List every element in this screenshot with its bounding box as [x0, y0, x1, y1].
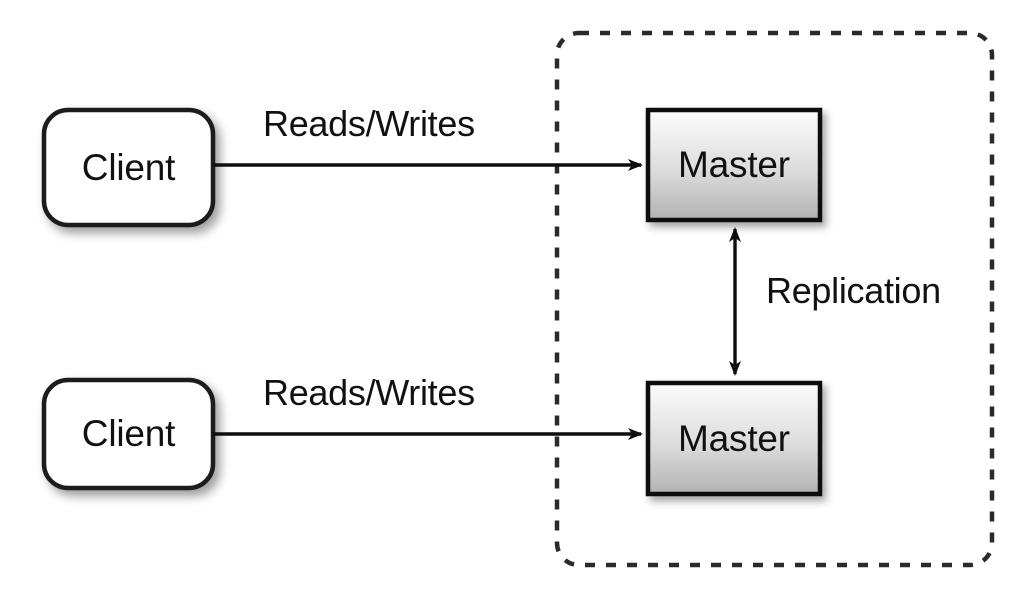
client-top-shape — [41, 107, 216, 228]
node-client-top[interactable] — [41, 107, 216, 228]
edge-label-reads-writes-top: Reads/Writes — [263, 103, 475, 144]
edge-label-replication: Replication — [766, 270, 941, 311]
node-client-bottom[interactable] — [41, 377, 216, 491]
master-bottom-shape — [645, 380, 823, 497]
node-master-bottom[interactable] — [645, 380, 823, 497]
master-top-shape — [645, 107, 823, 223]
client-bottom-shape — [41, 377, 216, 491]
replication-cluster-boundary — [554, 30, 995, 568]
node-master-top[interactable] — [645, 107, 823, 223]
edge-label-reads-writes-bottom: Reads/Writes — [263, 372, 475, 413]
